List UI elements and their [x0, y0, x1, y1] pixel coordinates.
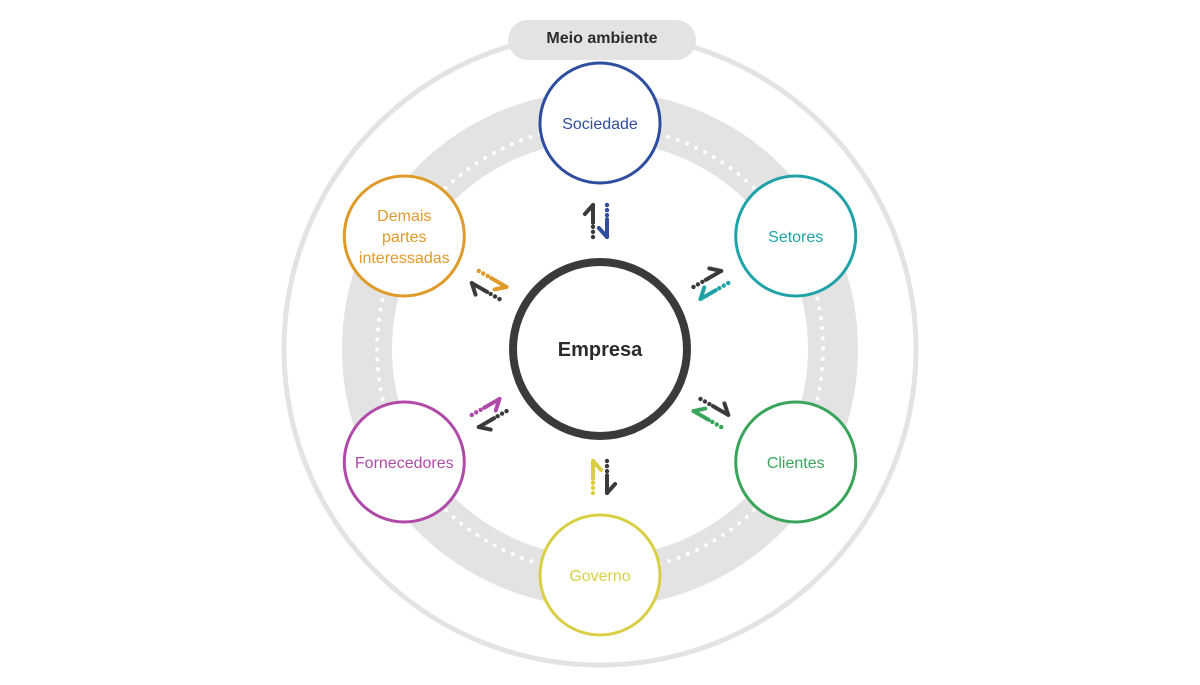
arrow-pair-governo: [590, 458, 618, 496]
stakeholder-node-clientes: Clientes: [734, 400, 858, 524]
arrow-outward-clientes: [698, 396, 731, 417]
arrow-dot: [485, 273, 490, 279]
arrow-dot: [604, 469, 610, 474]
arrow-dot: [604, 202, 610, 208]
arrow-dot: [721, 283, 726, 288]
arrow-dot: [495, 413, 500, 419]
arrow-head: [469, 281, 478, 297]
arrow-outward-governo: [604, 458, 618, 495]
arrow-dot: [604, 463, 610, 469]
arrow-head: [691, 406, 708, 414]
stakeholder-node-fornecedores: Fornecedores: [342, 400, 466, 524]
arrow-head: [493, 396, 502, 413]
arrow-dot: [707, 401, 712, 407]
arrow-head: [476, 425, 493, 432]
arrow-dot: [590, 485, 596, 491]
arrow-dot: [702, 399, 708, 404]
arrow-head: [582, 203, 595, 216]
stakeholder-node-demais: Demais partes interessadas: [342, 174, 466, 298]
arrow-dot: [604, 458, 610, 464]
arrow-dot: [714, 422, 719, 427]
arrow-dot: [488, 291, 493, 297]
stakeholder-label-line: Sociedade: [562, 116, 638, 133]
stakeholder-label-line: Clientes: [767, 455, 825, 472]
stakeholder-circle-sociedade: [538, 61, 662, 185]
arrow-dot: [590, 490, 596, 496]
arrow-dot: [691, 284, 696, 290]
arrow-head: [605, 482, 618, 495]
arrow-dot: [481, 271, 486, 276]
arrow-dot: [590, 229, 596, 235]
stakeholder-node-sociedade: Sociedade: [538, 61, 662, 185]
arrow-dot: [590, 480, 596, 485]
arrow-dot: [726, 280, 731, 286]
arrow-dot: [695, 282, 701, 287]
stakeholder-label-line: Governo: [569, 568, 630, 585]
stakeholder-label-setores: Setores: [768, 229, 823, 246]
stakeholder-label-line: Setores: [768, 229, 823, 246]
stakeholder-label-governo: Governo: [569, 568, 630, 585]
arrow-dot: [698, 396, 703, 402]
arrow-dot: [700, 279, 705, 285]
arrow-inward-sociedade: [596, 202, 610, 239]
arrow-pair-sociedade: [582, 202, 610, 240]
stakeholder-label-line: interessadas: [359, 250, 450, 267]
arrow-inward-clientes: [691, 406, 724, 430]
environment-label-badge: Meio ambiente: [508, 20, 696, 60]
arrow-head: [596, 226, 609, 239]
arrow-dot: [504, 408, 509, 414]
arrow-dot: [590, 234, 596, 240]
arrow-head: [698, 285, 707, 302]
arrow-pair-fornecedores: [469, 396, 509, 432]
stakeholder-circle-fornecedores: [342, 400, 466, 524]
arrow-dot: [719, 424, 724, 430]
arrow-dot: [604, 207, 610, 213]
arrow-head: [492, 284, 509, 292]
arrow-pair-setores: [691, 266, 731, 302]
stakeholder-node-governo: Governo: [538, 513, 662, 637]
arrow-inward-fornecedores: [469, 396, 502, 418]
stakeholder-label-demais: Demais partes interessadas: [359, 208, 450, 267]
stakeholder-circle-demais: [342, 174, 466, 298]
arrow-dot: [710, 419, 715, 425]
arrow-outward-sociedade: [582, 203, 596, 240]
stakeholder-label-line: Demais: [377, 208, 431, 225]
stakeholder-label-clientes: Clientes: [767, 455, 825, 472]
center-node: Empresa: [509, 258, 691, 440]
stakeholder-label-line: partes: [382, 229, 426, 246]
stakeholder-circle-setores: [734, 174, 858, 298]
stakeholder-label-line: Fornecedores: [355, 455, 454, 472]
stakeholder-label-fornecedores: Fornecedores: [355, 455, 454, 472]
arrow-dot: [717, 285, 722, 291]
relationship-arrows: [469, 202, 731, 496]
arrow-pair-demais: [469, 268, 509, 302]
arrow-head: [722, 401, 731, 417]
center-label: Empresa: [558, 339, 643, 361]
stakeholder-node-setores: Setores: [734, 174, 858, 298]
arrow-dot: [478, 407, 483, 413]
arrow-dot: [497, 296, 502, 302]
arrow-outward-demais: [469, 281, 502, 302]
arrow-head: [707, 266, 724, 273]
arrow-pair-clientes: [691, 396, 731, 430]
stakeholder-circle-governo: [538, 513, 662, 637]
arrow-dot: [604, 213, 610, 218]
arrow-dot: [476, 268, 481, 274]
stakeholder-circle-clientes: [734, 400, 858, 524]
arrow-dot: [492, 294, 498, 299]
arrow-dot: [469, 412, 474, 418]
arrow-inward-setores: [698, 280, 731, 302]
arrow-outward-setores: [691, 266, 724, 290]
arrow-dot: [590, 224, 596, 229]
arrow-inward-demais: [476, 268, 509, 292]
stakeholder-label-sociedade: Sociedade: [562, 116, 638, 133]
arrow-outward-fornecedores: [476, 408, 509, 432]
arrow-dot: [474, 410, 479, 415]
arrow-inward-governo: [590, 459, 604, 496]
arrow-head: [591, 459, 604, 472]
environment-label: Meio ambiente: [546, 30, 657, 47]
arrow-dot: [499, 411, 505, 416]
